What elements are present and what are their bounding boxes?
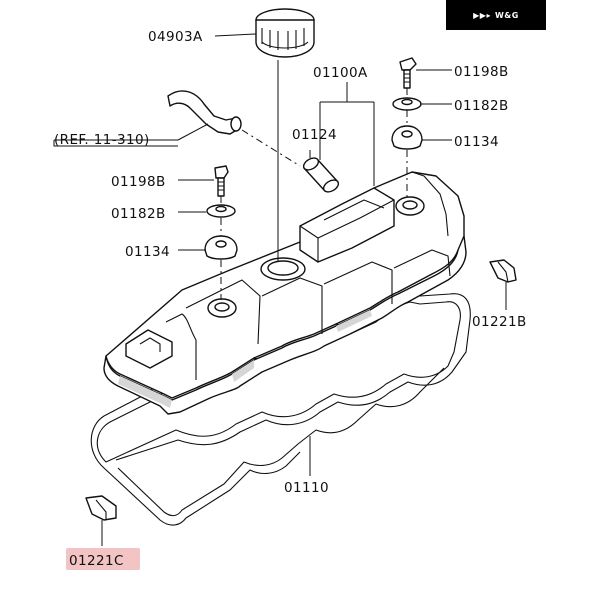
bolt-right: [399, 57, 417, 89]
chevron-marks-icon: ▶▶▸: [473, 10, 491, 20]
label-sealant-plug-left: 01221C: [69, 553, 124, 569]
label-washer-right: 01182B: [454, 98, 509, 114]
callout-labels: 04903A 01100A 01198B 01182B 01134 01124 …: [54, 29, 527, 569]
label-rocker-cover-assembly: 01100A: [313, 65, 368, 81]
label-bolt-right: 01198B: [454, 64, 509, 80]
sealant-plug-right: [489, 259, 517, 283]
washer-left: [206, 204, 236, 218]
rocker-cover: [103, 171, 467, 415]
leader-lines: [53, 33, 507, 546]
callout-highlight: [66, 548, 140, 570]
label-reference: (REF. 11-310): [54, 132, 150, 148]
label-pcv-valve: 01124: [292, 127, 337, 143]
label-grommet-right: 01134: [454, 134, 499, 150]
pcv-valve: [302, 157, 340, 193]
washer-right: [392, 97, 422, 111]
label-bolt-left: 01198B: [111, 174, 166, 190]
label-sealant-plug-right: 01221B: [472, 314, 527, 330]
sealant-plug-left: [85, 495, 117, 521]
brand-label: W&G: [494, 10, 519, 20]
grommet-right: [391, 125, 423, 150]
label-grommet-left: 01134: [125, 244, 170, 260]
breather-hose: [167, 90, 242, 135]
label-oil-cap: 04903A: [148, 29, 203, 45]
bolt-left: [214, 165, 229, 197]
label-washer-left: 01182B: [111, 206, 166, 222]
label-cover-gasket: 01110: [284, 480, 329, 496]
grommet-left: [204, 235, 238, 260]
oil-filler-cap: [255, 8, 315, 58]
brand-badge: ▶▶▸ W&G: [446, 0, 546, 30]
